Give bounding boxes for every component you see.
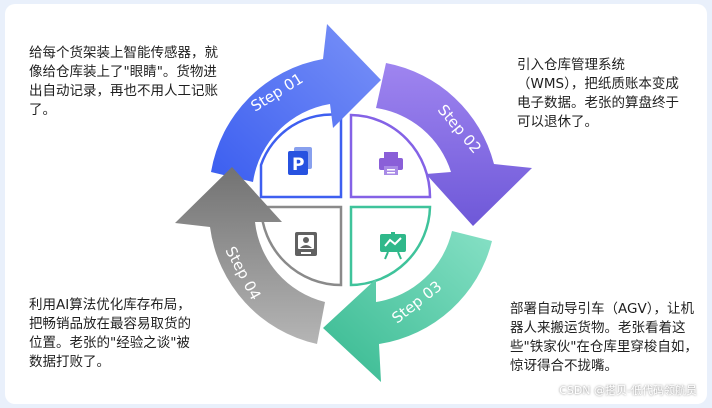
- note-step-04: 利用AI算法优化库存布局，把畅销品放在最容易取货的位置。老张的"经验之谈"被数据…: [29, 297, 191, 370]
- note-step-03: 部署自动导引车（AGV），让机器人来搬运货物。老张看着这些"铁家伙"在仓库里穿梭…: [510, 301, 698, 374]
- note-step-02: 引入仓库管理系统（WMS），把纸质账本变成电子数据。老张的算盘终于可以退休了。: [517, 57, 679, 130]
- watermark: CSDN @搭贝-低代码领航员: [559, 384, 697, 397]
- presentation-p-icon: P: [288, 147, 312, 175]
- step-01-arrow: [211, 24, 381, 182]
- canvas: Step 01 Step 02 Step 03 Step 04 P: [5, 4, 707, 404]
- note-step-01: 给每个货架装上智能传感器，就像给仓库装上了"眼睛"。货物进出自动记录，再也不用人…: [29, 45, 218, 118]
- contact-card-icon: [295, 232, 317, 256]
- printer-icon: [379, 152, 403, 175]
- easel-chart-icon: [380, 232, 406, 260]
- step-03-arrow: [323, 231, 492, 382]
- step-02-arrow: [376, 63, 532, 226]
- cycle-diagram: Step 01 Step 02 Step 03 Step 04 P: [175, 24, 532, 382]
- quadrant-boxes: [259, 113, 432, 287]
- step-04-arrow: [175, 167, 325, 344]
- svg-text:P: P: [292, 155, 304, 175]
